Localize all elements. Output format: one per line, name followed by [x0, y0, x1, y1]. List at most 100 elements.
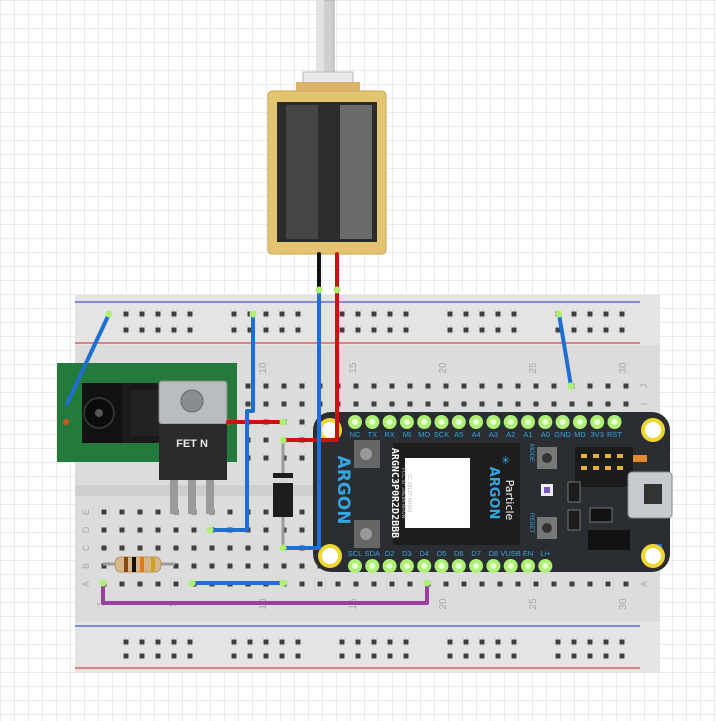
pin-hole: [421, 563, 428, 569]
breadboard-hole: [155, 581, 161, 587]
pin-hole: [369, 419, 376, 425]
rail-hole: [187, 327, 193, 333]
board-brand: Particle: [503, 480, 516, 521]
wire-red-solenoid: [281, 252, 339, 442]
breadboard-hole: [119, 527, 125, 533]
rail-hole: [371, 327, 377, 333]
wire-purple: [101, 581, 429, 605]
rail-hole: [511, 327, 517, 333]
rail-hole: [571, 653, 577, 659]
breadboard-hole: [191, 545, 197, 551]
pin-label-top: MO: [418, 430, 430, 439]
breadboard-hole: [299, 581, 305, 587]
pin-hole: [594, 419, 601, 425]
rail-hole: [403, 327, 409, 333]
pin-label-bottom: D4: [419, 549, 429, 558]
pin-label-bottom: SCL: [348, 549, 363, 558]
breadboard-hole: [245, 401, 251, 407]
rail-hole: [231, 639, 237, 645]
rail-hole: [187, 311, 193, 317]
rail-hole: [155, 639, 161, 645]
breadboard-hole: [299, 455, 305, 461]
rail-hole: [571, 311, 577, 317]
rail-hole: [139, 311, 145, 317]
rail-hole: [571, 639, 577, 645]
row-letter: I: [639, 403, 649, 406]
rail-hole: [123, 653, 129, 659]
pin-label-bottom: D8: [489, 549, 499, 558]
pin-label-top: MD: [574, 430, 586, 439]
wire-blue-rail: [557, 312, 573, 388]
rail-hole: [387, 311, 393, 317]
rail-hole: [479, 311, 485, 317]
rail-hole: [555, 327, 561, 333]
pin-label-bottom: D2: [385, 549, 395, 558]
row-letter: A: [639, 581, 649, 587]
breadboard-hole: [155, 545, 161, 551]
breadboard-hole: [101, 509, 107, 515]
pin-hole: [542, 563, 549, 569]
row-letter: J: [639, 384, 649, 389]
argon-board: ARGON ARGNC3P0R2D2BBB FCC ID: 2AEMI-ARGN…: [313, 412, 673, 573]
breadboard-hole: [263, 563, 269, 569]
pin-hole: [490, 419, 497, 425]
pin-label-top: A0: [541, 430, 550, 439]
rail-hole: [171, 653, 177, 659]
rail-hole: [463, 653, 469, 659]
pin-label-top: RST: [607, 430, 622, 439]
rail-hole: [247, 327, 253, 333]
breadboard-hole: [605, 383, 611, 389]
column-number: 25: [528, 362, 539, 374]
rail-hole: [479, 653, 485, 659]
breadboard-hole: [137, 509, 143, 515]
breadboard-hole: [533, 401, 539, 407]
column-number: 20: [438, 362, 449, 374]
pin-hole: [559, 419, 566, 425]
rail-hole: [231, 327, 237, 333]
rail-hole: [355, 311, 361, 317]
pin-hole: [525, 419, 531, 425]
breadboard-hole: [371, 401, 377, 407]
rail-hole: [371, 311, 377, 317]
breadboard-hole: [173, 527, 179, 533]
pin-label-bottom: VUSB: [500, 549, 520, 558]
column-number: 10: [258, 362, 269, 374]
board-brand-name: ARGON: [486, 467, 501, 520]
rail-hole: [587, 639, 593, 645]
pin-hole: [455, 563, 462, 569]
rail-hole: [603, 327, 609, 333]
breadboard-hole: [173, 545, 179, 551]
board-ic: IC: 20127-ARGN: [406, 474, 412, 512]
rail-hole: [279, 653, 285, 659]
rail-hole: [371, 653, 377, 659]
row-letter: D: [81, 526, 91, 533]
breadboard-hole: [263, 383, 269, 389]
breadboard-hole: [533, 383, 539, 389]
rail-hole: [279, 327, 285, 333]
rail-hole: [263, 653, 269, 659]
pin-label-bottom: Li+: [540, 549, 551, 558]
breadboard-hole: [569, 581, 575, 587]
pin-label-top: A1: [523, 430, 532, 439]
pin-hole: [386, 419, 393, 425]
breadboard-hole: [155, 509, 161, 515]
rail-hole: [295, 639, 301, 645]
rail-hole: [247, 653, 253, 659]
rail-hole: [171, 327, 177, 333]
rail-hole: [263, 327, 269, 333]
breadboard-hole: [263, 509, 269, 515]
mode-button-label: MODE: [528, 444, 534, 462]
rail-hole: [279, 311, 285, 317]
rail-hole: [295, 327, 301, 333]
breadboard-hole: [407, 383, 413, 389]
pin-hole: [473, 419, 480, 425]
breadboard-hole: [155, 527, 161, 533]
breadboard-hole: [245, 563, 251, 569]
breadboard-hole: [479, 383, 485, 389]
breadboard-hole: [119, 581, 125, 587]
breadboard-hole: [515, 581, 521, 587]
breadboard-hole: [425, 401, 431, 407]
rail-hole: [231, 311, 237, 317]
breadboard-hole: [605, 401, 611, 407]
rail-hole: [555, 639, 561, 645]
